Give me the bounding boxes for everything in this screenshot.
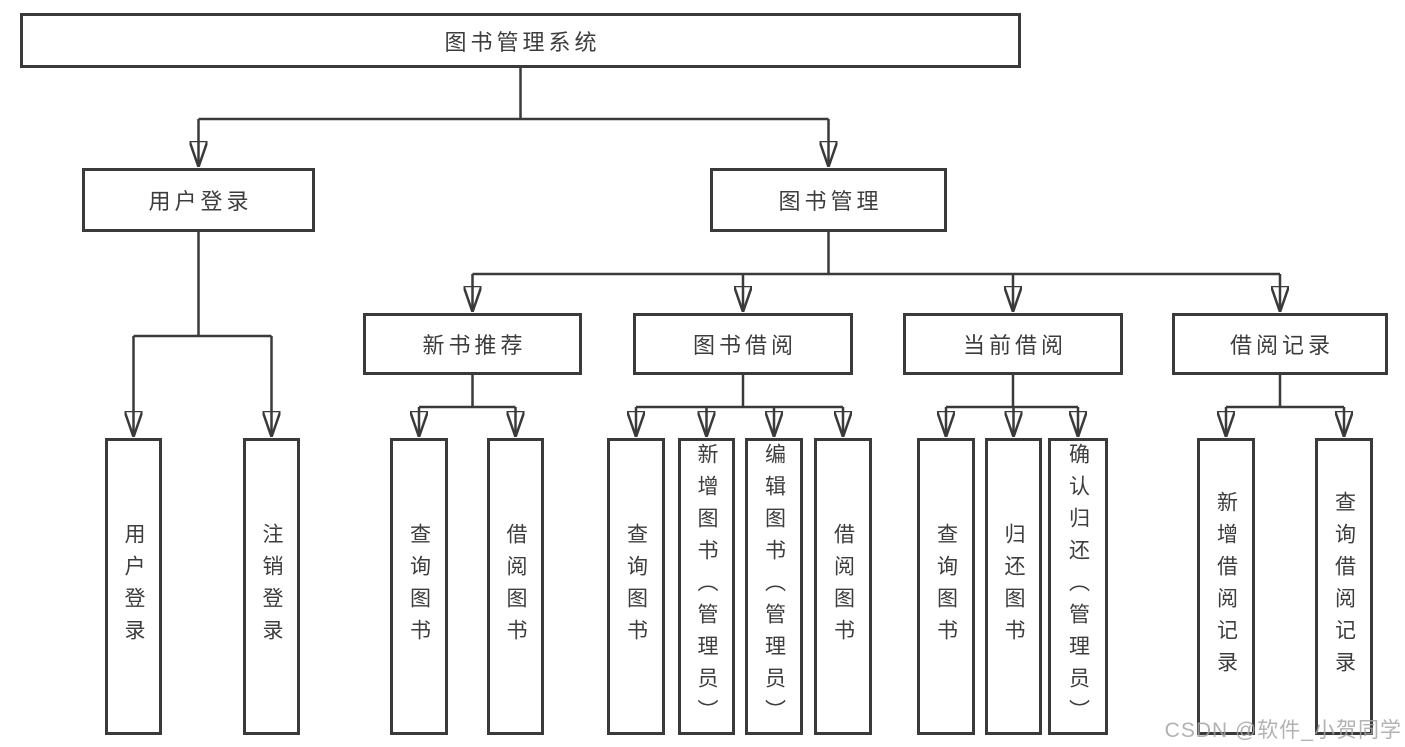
node-user-login: 用户登录 xyxy=(82,168,315,232)
watermark: CSDN @软件_小贺同学 xyxy=(1164,719,1402,742)
leaf-borrow-borrow-books-label: 借阅图书 xyxy=(831,522,855,651)
leaf-records-query-record: 查询借阅记录 xyxy=(1315,438,1373,735)
node-borrow-records-label: 借阅记录 xyxy=(1229,333,1334,358)
connector-recommend-branch xyxy=(419,375,516,436)
leaf-borrow-query-books: 查询图书 xyxy=(607,438,665,735)
leaf-recommend-borrow-books: 借阅图书 xyxy=(487,438,544,735)
leaf-user-login-label: 用户登录 xyxy=(122,522,145,651)
leaf-logout: 注销登录 xyxy=(243,438,300,735)
leaf-user-login: 用户登录 xyxy=(105,438,162,735)
connector-management-to-level3 xyxy=(473,232,1281,311)
node-borrow-records: 借阅记录 xyxy=(1172,313,1388,375)
leaf-current-confirm-return-admin: 确认归还（管理员） xyxy=(1048,438,1108,735)
node-book-management-label: 图书管理 xyxy=(778,189,883,214)
leaf-recommend-query-books: 查询图书 xyxy=(390,438,448,735)
leaf-logout-label: 注销登录 xyxy=(260,522,283,651)
leaf-records-query-record-label: 查询借阅记录 xyxy=(1332,490,1356,683)
connector-root-to-level2 xyxy=(199,68,829,166)
connector-current-branch xyxy=(946,375,1078,436)
node-library-system-label: 图书管理系统 xyxy=(444,29,601,55)
node-book-borrow: 图书借阅 xyxy=(633,313,853,375)
leaf-borrow-add-books-admin-label: 新增图书（管理员） xyxy=(695,442,718,731)
node-user-login-label: 用户登录 xyxy=(148,189,253,214)
node-library-system: 图书管理系统 xyxy=(20,13,1021,68)
node-new-book-recommend: 新书推荐 xyxy=(363,313,582,375)
leaf-borrow-edit-books-admin: 编辑图书（管理员） xyxy=(745,438,803,735)
leaf-borrow-add-books-admin: 新增图书（管理员） xyxy=(678,438,735,735)
leaf-current-query-books-label: 查询图书 xyxy=(934,522,958,651)
node-book-management: 图书管理 xyxy=(710,168,947,232)
connector-login-branch xyxy=(134,232,272,436)
leaf-current-return-books-label: 归还图书 xyxy=(1002,522,1025,651)
connector-borrow-branch xyxy=(636,375,843,436)
leaf-records-add-record: 新增借阅记录 xyxy=(1197,438,1255,735)
leaf-current-confirm-return-admin-label: 确认归还（管理员） xyxy=(1066,442,1090,731)
leaf-recommend-query-books-label: 查询图书 xyxy=(407,522,431,651)
leaf-borrow-borrow-books: 借阅图书 xyxy=(814,438,872,735)
leaf-current-query-books: 查询图书 xyxy=(917,438,975,735)
leaf-current-return-books: 归还图书 xyxy=(985,438,1042,735)
node-new-book-recommend-label: 新书推荐 xyxy=(422,333,527,358)
node-current-borrow-label: 当前借阅 xyxy=(962,333,1067,358)
leaf-records-add-record-label: 新增借阅记录 xyxy=(1214,490,1238,683)
node-current-borrow: 当前借阅 xyxy=(903,313,1123,375)
leaf-borrow-query-books-label: 查询图书 xyxy=(624,522,648,651)
leaf-recommend-borrow-books-label: 借阅图书 xyxy=(504,522,527,651)
leaf-borrow-edit-books-admin-label: 编辑图书（管理员） xyxy=(762,442,786,731)
connector-records-branch xyxy=(1226,375,1344,436)
node-book-borrow-label: 图书借阅 xyxy=(692,333,797,358)
